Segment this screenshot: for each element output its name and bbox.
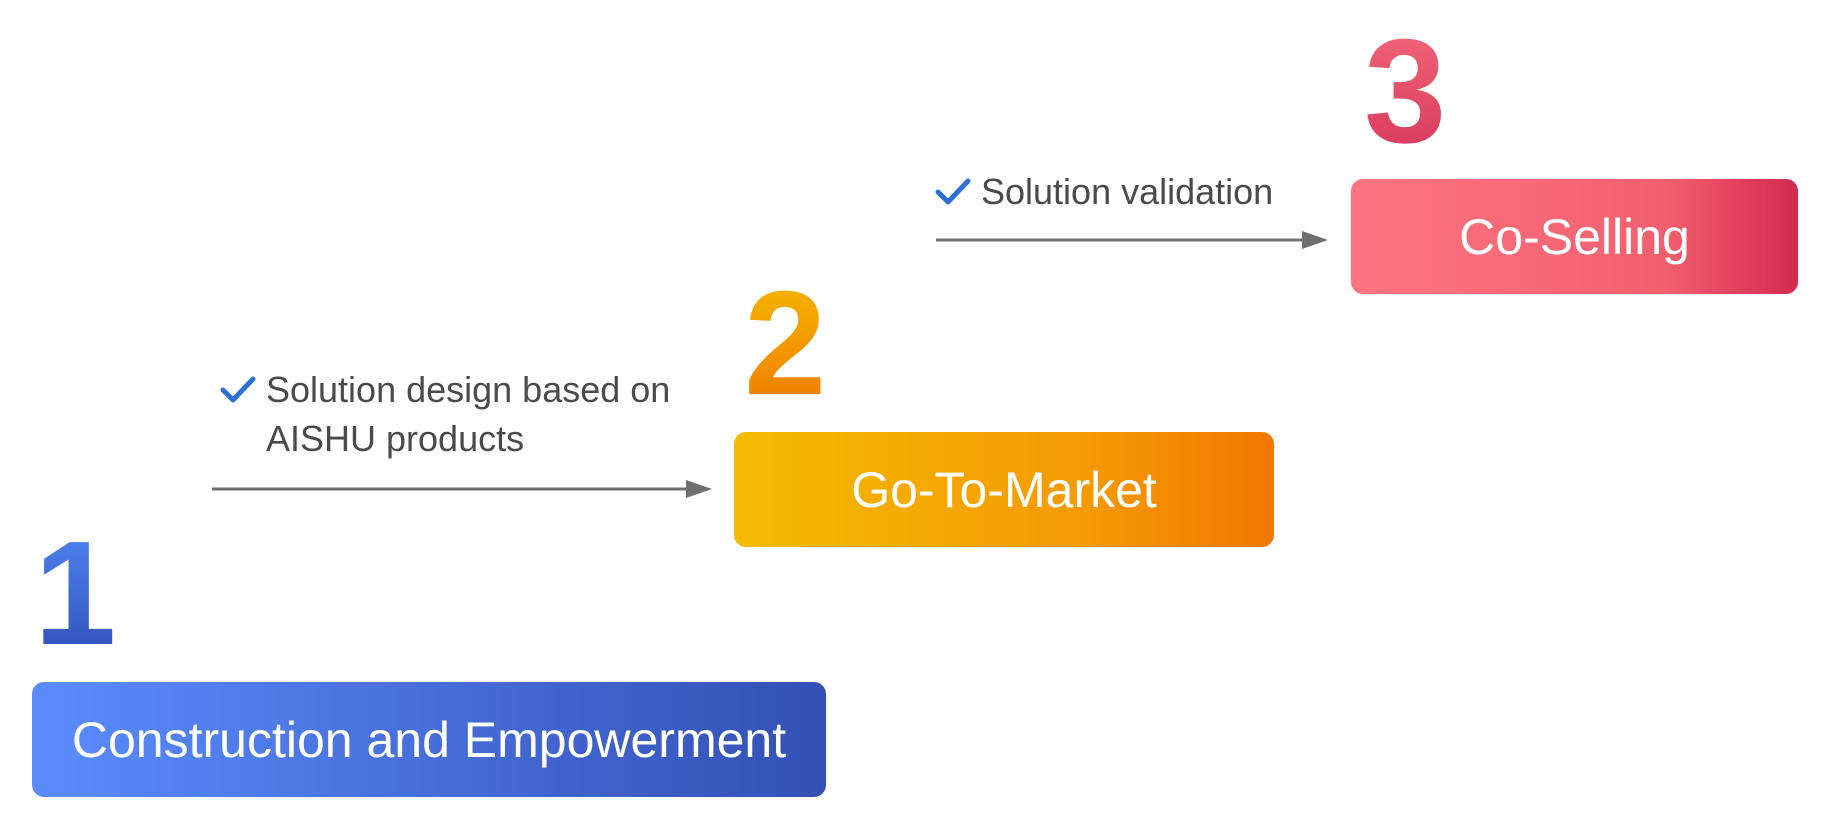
transition-label-2: Solution validation bbox=[981, 171, 1274, 212]
arrowhead-2 bbox=[1302, 231, 1328, 249]
check-icon bbox=[935, 167, 973, 216]
arrowhead-1 bbox=[686, 480, 712, 498]
step-label-3: Co-Selling bbox=[1459, 208, 1690, 265]
step-label-2: Go-To-Market bbox=[851, 461, 1157, 518]
step-number-3: 3 bbox=[1364, 9, 1447, 174]
transition-label-1: Solution design based on AISHU products bbox=[266, 369, 671, 459]
connector-2-to-3 bbox=[935, 231, 1328, 418]
transition-annotation-2: Solution validation bbox=[935, 167, 1273, 216]
connector-1-to-2 bbox=[211, 480, 712, 668]
check-icon bbox=[220, 365, 258, 414]
step-label-1: Construction and Empowerment bbox=[71, 711, 787, 768]
step-construction-and-empowerment[interactable]: Construction and Empowerment bbox=[32, 682, 826, 797]
transition-annotation-1: Solution design based on AISHU products bbox=[220, 365, 720, 463]
step-number-2: 2 bbox=[744, 261, 827, 426]
step-go-to-market[interactable]: Go-To-Market bbox=[734, 432, 1274, 547]
step-co-selling[interactable]: Co-Selling bbox=[1351, 179, 1798, 294]
step-number-1: 1 bbox=[34, 511, 117, 676]
